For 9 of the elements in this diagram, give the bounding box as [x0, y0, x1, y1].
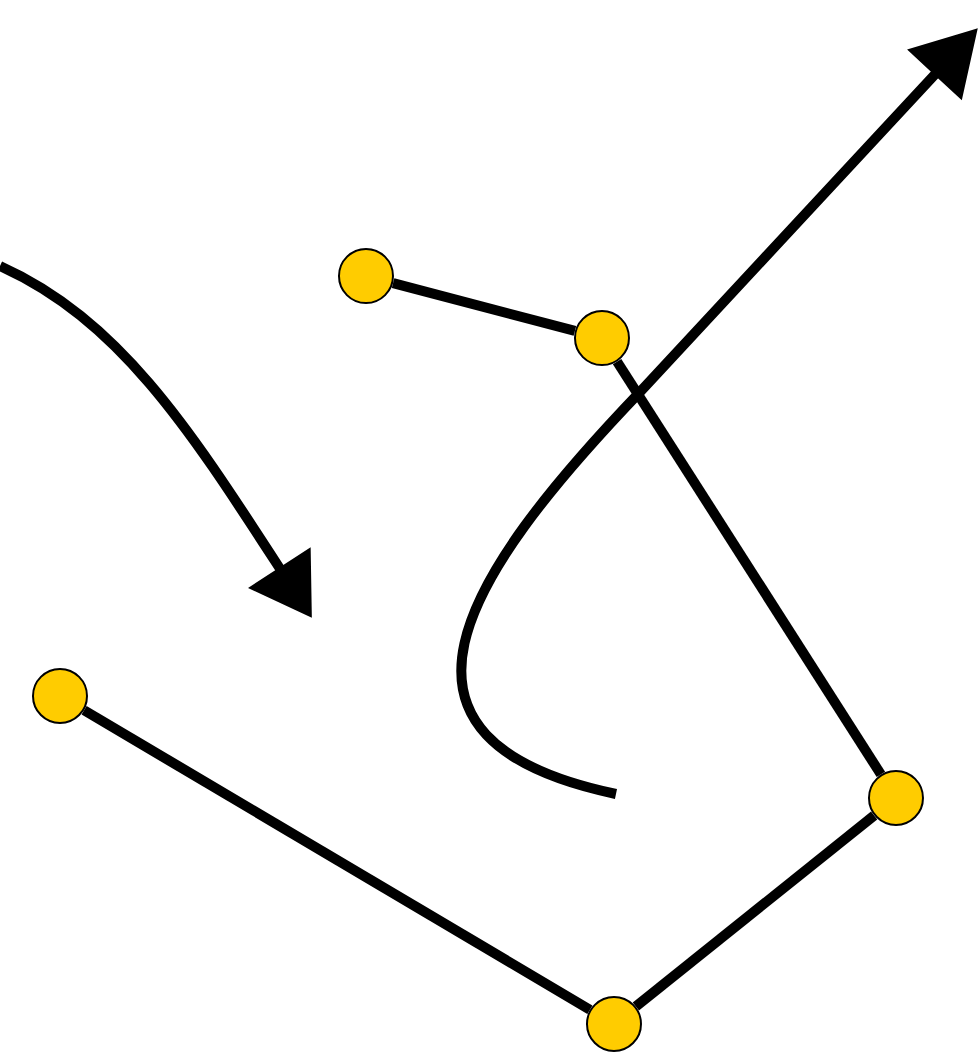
junction-dot	[338, 248, 394, 304]
junction-dot	[586, 996, 642, 1052]
junction-dot	[32, 668, 88, 724]
junction-dot	[574, 310, 630, 366]
connector-line	[391, 278, 577, 336]
connector-line	[632, 811, 878, 1011]
connector-line	[81, 705, 593, 1015]
junction-dot	[868, 770, 924, 826]
connector-line	[612, 358, 886, 778]
